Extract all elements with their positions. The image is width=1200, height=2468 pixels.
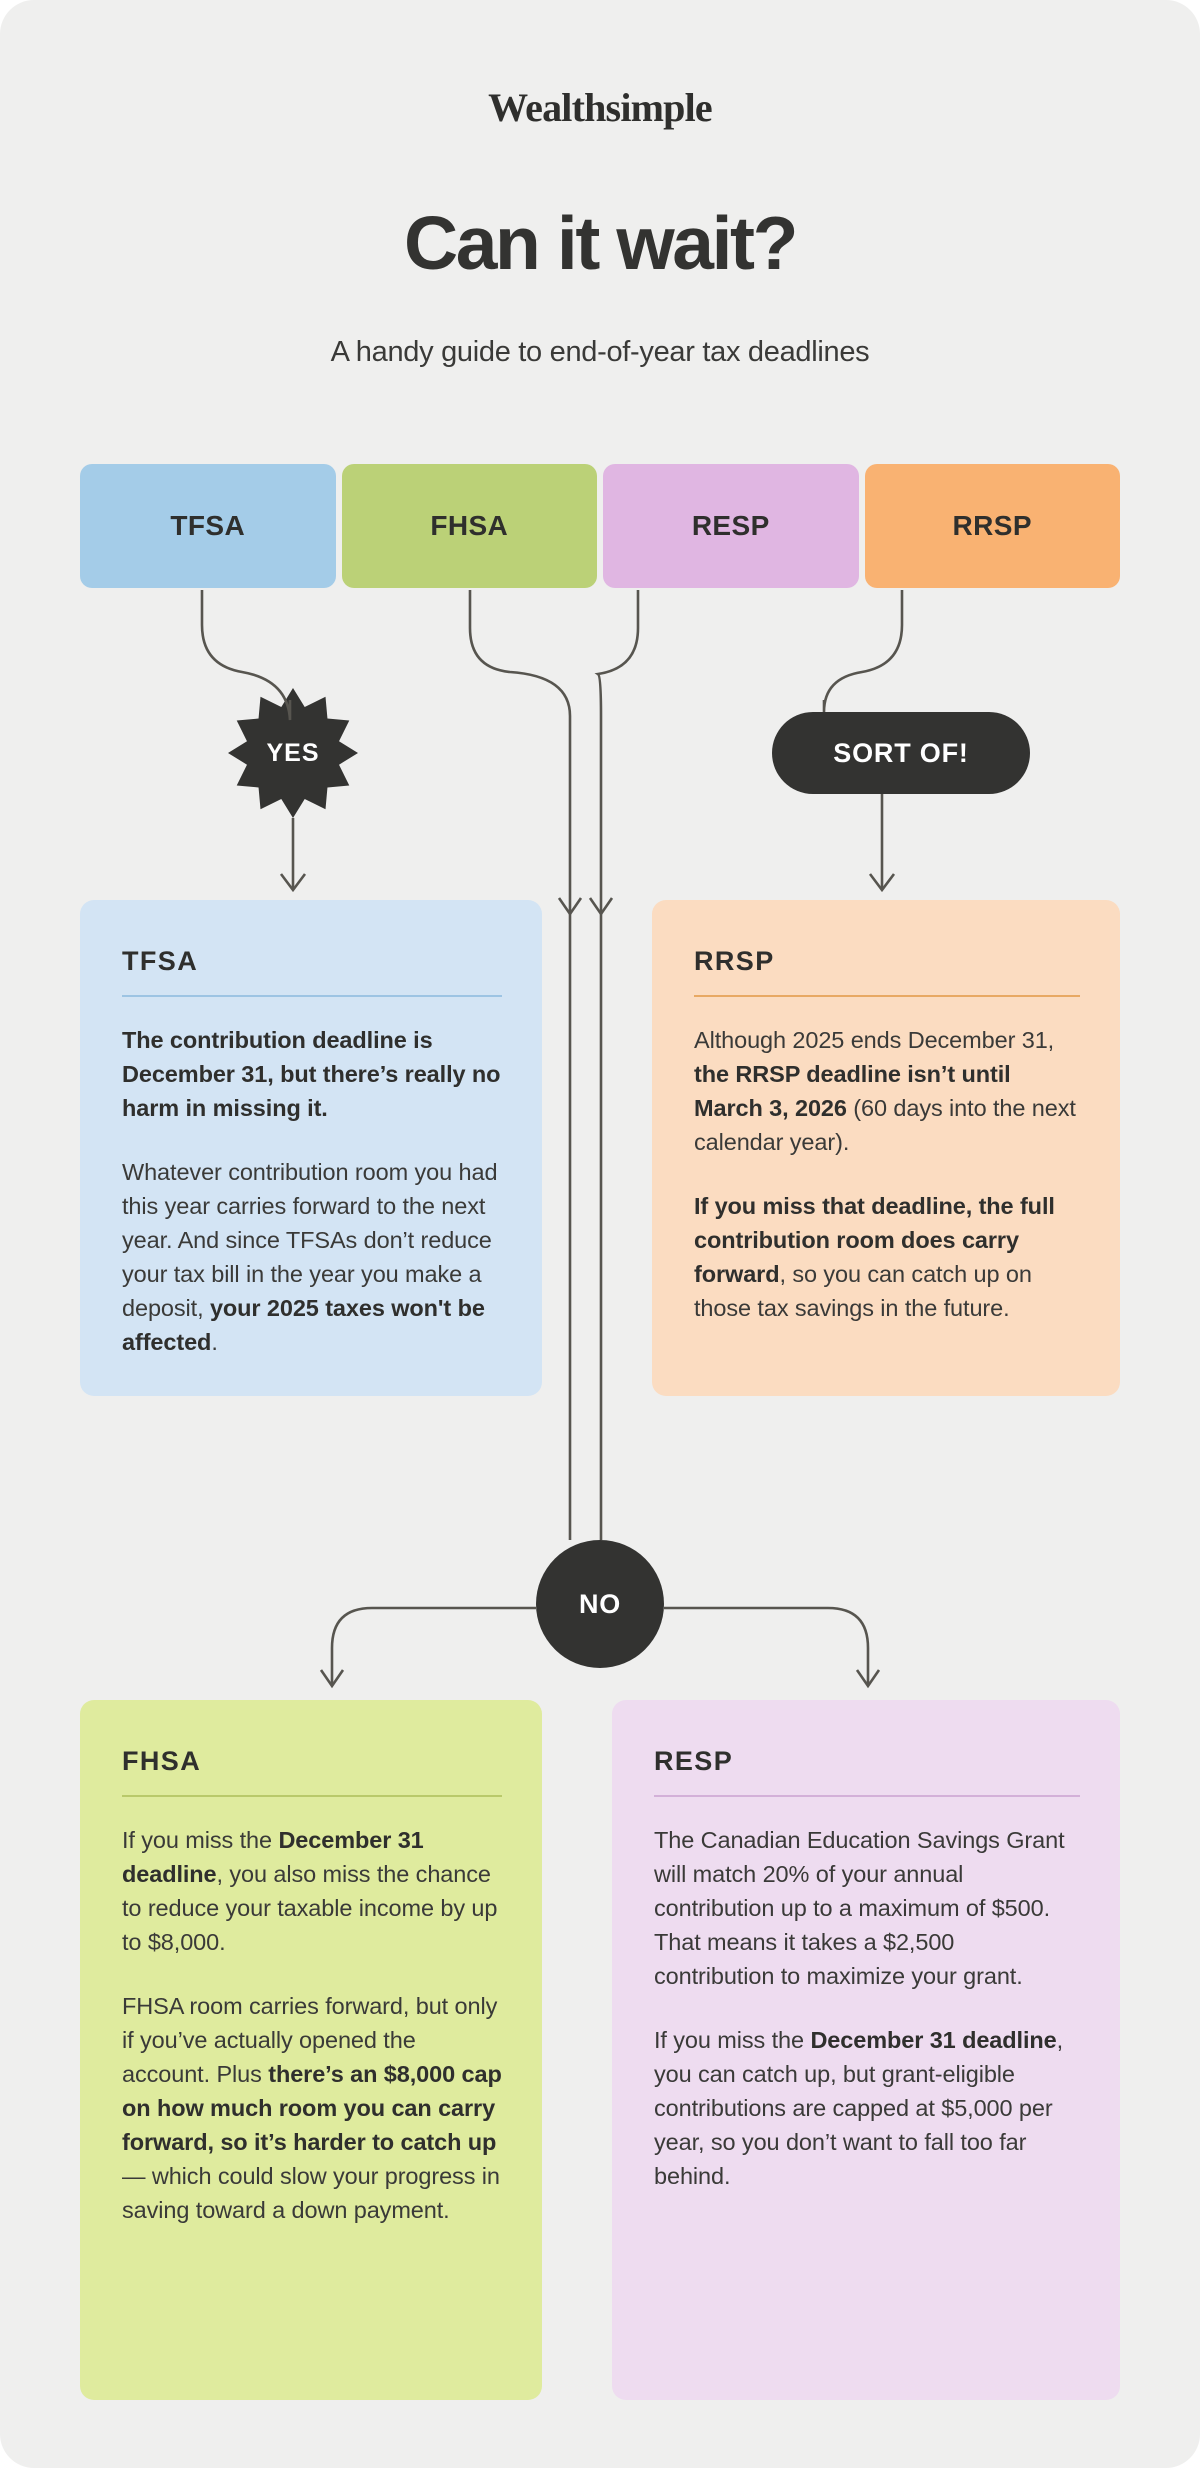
- wealthsimple-logo: Wealthsimple: [488, 85, 713, 130]
- badge-yes-label: YES: [266, 738, 320, 767]
- card-resp-title: RESP: [654, 1746, 734, 1776]
- badge-sort-of-label: SORT OF!: [833, 737, 969, 768]
- card-tfsa-paragraph-2: Whatever contribution room you had this …: [122, 1158, 498, 1356]
- tab-tfsa-label: TFSA: [170, 510, 246, 541]
- card-resp-paragraph-1: The Canadian Education Savings Grant wil…: [654, 1826, 1065, 1989]
- tab-fhsa[interactable]: FHSA: [341, 464, 597, 588]
- card-rrsp-paragraph-2: If you miss that deadline, the full cont…: [694, 1192, 1055, 1322]
- tab-resp-label: RESP: [691, 510, 770, 541]
- badge-yes: YES: [228, 688, 358, 818]
- card-tfsa-rule: [122, 995, 502, 997]
- badge-no: NO: [536, 1540, 664, 1668]
- card-rrsp-paragraph-1: Although 2025 ends December 31, the RRSP…: [694, 1026, 1076, 1155]
- badge-sort-of: SORT OF!: [772, 712, 1030, 794]
- account-type-tabs: TFSA FHSA RESP RRSP: [80, 464, 1120, 588]
- card-tfsa: TFSA The contribution deadline is Decemb…: [80, 900, 542, 1396]
- page-title: Can it wait?: [403, 201, 798, 285]
- card-resp-rule: [654, 1795, 1080, 1797]
- card-resp-paragraph-2: If you miss the December 31 deadline, yo…: [654, 2026, 1064, 2190]
- card-fhsa-paragraph-1: If you miss the December 31 deadline, yo…: [122, 1826, 498, 1955]
- badge-no-label: NO: [578, 1588, 622, 1619]
- card-fhsa-paragraph-2: FHSA room carries forward, but only if y…: [122, 1992, 502, 2224]
- tab-rrsp[interactable]: RRSP: [864, 464, 1120, 588]
- tab-resp[interactable]: RESP: [603, 464, 859, 588]
- card-fhsa-title: FHSA: [122, 1746, 202, 1776]
- page-subtitle: A handy guide to end-of-year tax deadlin…: [330, 336, 870, 368]
- card-tfsa-paragraph-1: The contribution deadline is December 31…: [122, 1026, 501, 1121]
- card-fhsa: FHSA If you miss the December 31 deadlin…: [80, 1700, 542, 2400]
- card-fhsa-rule: [122, 1795, 502, 1797]
- card-rrsp-title: RRSP: [694, 946, 775, 976]
- card-tfsa-title: TFSA: [122, 946, 199, 976]
- tab-rrsp-label: RRSP: [952, 510, 1032, 541]
- card-rrsp: RRSP Although 2025 ends December 31, the…: [652, 900, 1120, 1396]
- card-resp: RESP The Canadian Education Savings Gran…: [612, 1700, 1120, 2400]
- card-rrsp-rule: [694, 995, 1080, 997]
- tab-tfsa[interactable]: TFSA: [80, 464, 336, 588]
- tab-fhsa-label: FHSA: [430, 510, 509, 541]
